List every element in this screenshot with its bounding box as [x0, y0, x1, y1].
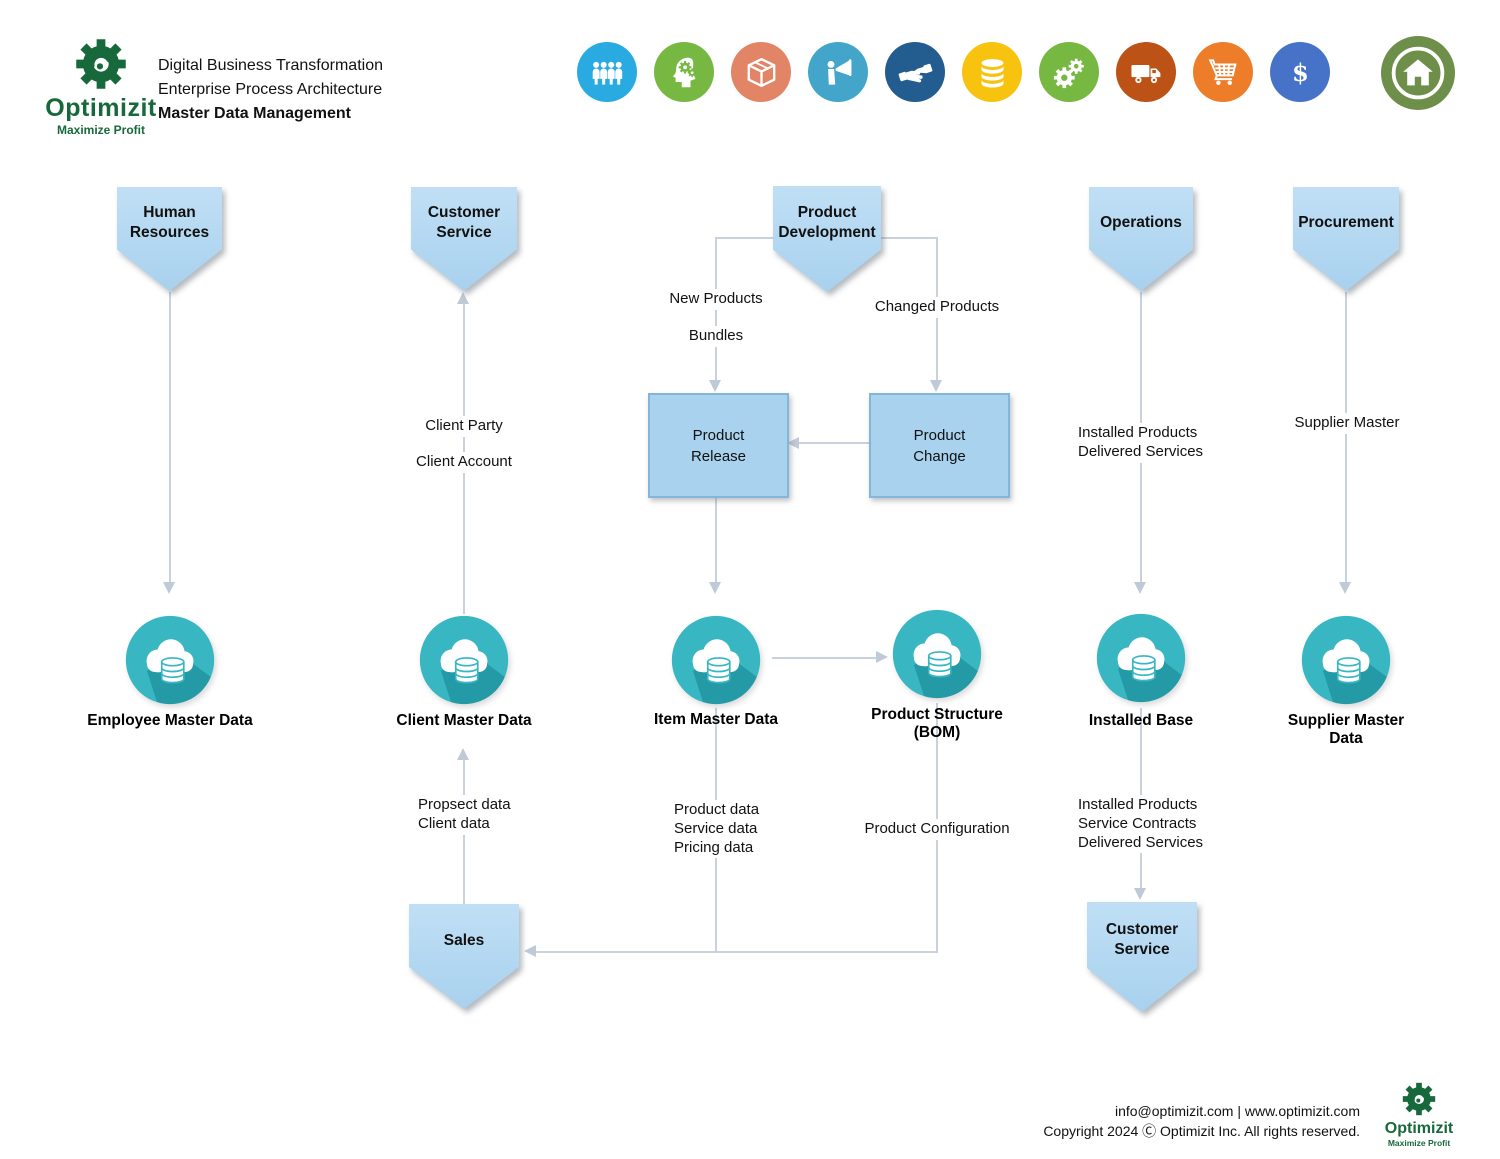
connector-change-to-release	[799, 442, 869, 444]
dollar-icon: $	[1270, 42, 1330, 102]
store-label-item: Item Master Data	[653, 711, 779, 728]
connector-hr-to-employee	[169, 292, 171, 582]
brand-name: Optimizit	[45, 94, 157, 122]
megaphone-icon	[808, 42, 868, 102]
node-label: Sales	[443, 931, 485, 949]
footer-brand-tagline: Maximize Profit	[1387, 1138, 1451, 1148]
optimizit-logo-icon	[1402, 1082, 1436, 1121]
box-product-change: Product Change	[869, 393, 1010, 498]
node-label: Operations	[1100, 214, 1182, 232]
node-label: Product Development	[778, 203, 876, 241]
store-label-installed-base: Installed Base	[1088, 712, 1194, 729]
footer-contact: info@optimizit.com | www.optimizit.com	[1114, 1103, 1360, 1119]
connector-release-to-item	[715, 495, 717, 582]
cart-icon	[1193, 42, 1253, 102]
flow-label-supplier-master: Supplier Master	[1291, 413, 1403, 434]
database-icon	[962, 42, 1022, 102]
connector-pd-branch-left	[716, 237, 775, 239]
package-icon	[731, 42, 791, 102]
svg-text:$: $	[1292, 58, 1309, 87]
arrowhead-down	[163, 582, 175, 594]
store-installed-base-icon	[1095, 612, 1187, 704]
title-line-2: Enterprise Process Architecture	[158, 81, 383, 98]
flow-label-prospect-client: Propsect data Client data	[415, 795, 514, 835]
node-human-resources: Human Resources	[117, 187, 222, 291]
store-client-master-data-icon	[418, 614, 510, 706]
store-employee-master-data-icon	[124, 614, 216, 706]
people-icon	[577, 42, 637, 102]
node-sales: Sales	[409, 904, 519, 1009]
connector-item-to-bom	[772, 657, 876, 659]
footer-brand-name: Optimizit	[1384, 1120, 1454, 1137]
connector-procurement-to-supplier	[1345, 292, 1347, 582]
node-label: Human Resources	[129, 204, 210, 242]
store-item-master-data-icon	[670, 614, 762, 706]
gears-icon	[1039, 42, 1099, 102]
node-label: Customer Service	[1105, 921, 1179, 958]
footer-brand: Optimizit Maximize Profit	[1381, 1082, 1457, 1148]
connector-pd-branch-right	[880, 237, 938, 239]
brand-tagline: Maximize Profit	[56, 123, 146, 138]
flow-label-installed-delivered: Installed Products Delivered Services	[1075, 423, 1207, 463]
flow-label-client-party: Client Party	[422, 416, 506, 437]
arrowhead-right	[876, 651, 888, 663]
arrowhead-down	[1134, 888, 1146, 900]
arrowhead-left	[524, 945, 536, 957]
flow-label-installed-contracts-delivered: Installed Products Service Contracts Del…	[1075, 795, 1207, 854]
icon-bar: $	[577, 42, 1330, 102]
home-icon	[1381, 36, 1455, 110]
node-label: Customer Service	[427, 204, 501, 242]
store-label-bom: Product Structure (BOM)	[871, 706, 1003, 741]
arrowhead-down	[709, 582, 721, 594]
node-customer-service-top: Customer Service	[411, 187, 517, 291]
node-customer-service-bottom: Customer Service	[1087, 902, 1197, 1012]
flow-label-bundles: Bundles	[685, 326, 747, 347]
flow-label-product-service-pricing: Product data Service data Pricing data	[671, 800, 763, 859]
store-label-supplier: Supplier Master Data	[1287, 712, 1405, 747]
arrowhead-down	[930, 380, 942, 392]
store-label-employee: Employee Master Data	[87, 712, 253, 729]
store-label-client: Client Master Data	[396, 712, 532, 729]
node-operations: Operations	[1089, 187, 1193, 291]
arrowhead-up	[457, 748, 469, 760]
box-product-release: Product Release	[648, 393, 789, 498]
footer-copyright: Copyright 2024 Ⓒ Optimizit Inc. All righ…	[1043, 1123, 1360, 1139]
arrowhead-down	[1134, 582, 1146, 594]
node-procurement: Procurement	[1293, 187, 1399, 291]
arrowhead-up	[457, 292, 469, 304]
node-label: Procurement	[1298, 214, 1394, 232]
header-brand: Optimizit Maximize Profit	[45, 38, 157, 138]
truck-icon	[1116, 42, 1176, 102]
node-product-development: Product Development	[773, 186, 881, 292]
arrowhead-left	[787, 437, 799, 449]
store-supplier-master-data-icon	[1300, 614, 1392, 706]
optimizit-logo-icon	[75, 38, 127, 95]
title-line-1: Digital Business Transformation	[158, 57, 383, 74]
connector-collector-to-sales	[536, 951, 938, 953]
arrowhead-down	[709, 380, 721, 392]
store-product-structure-icon	[891, 608, 983, 700]
title-line-3: Master Data Management	[158, 105, 351, 122]
page-title: Digital Business Transformation Enterpri…	[158, 54, 383, 126]
flow-label-changed-products: Changed Products	[871, 297, 1003, 318]
flow-label-client-account: Client Account	[413, 452, 515, 473]
handshake-icon	[885, 42, 945, 102]
flow-label-product-configuration: Product Configuration	[861, 819, 1013, 840]
head-gears-icon	[654, 42, 714, 102]
arrowhead-down	[1339, 582, 1351, 594]
flow-label-new-products: New Products	[666, 289, 766, 310]
